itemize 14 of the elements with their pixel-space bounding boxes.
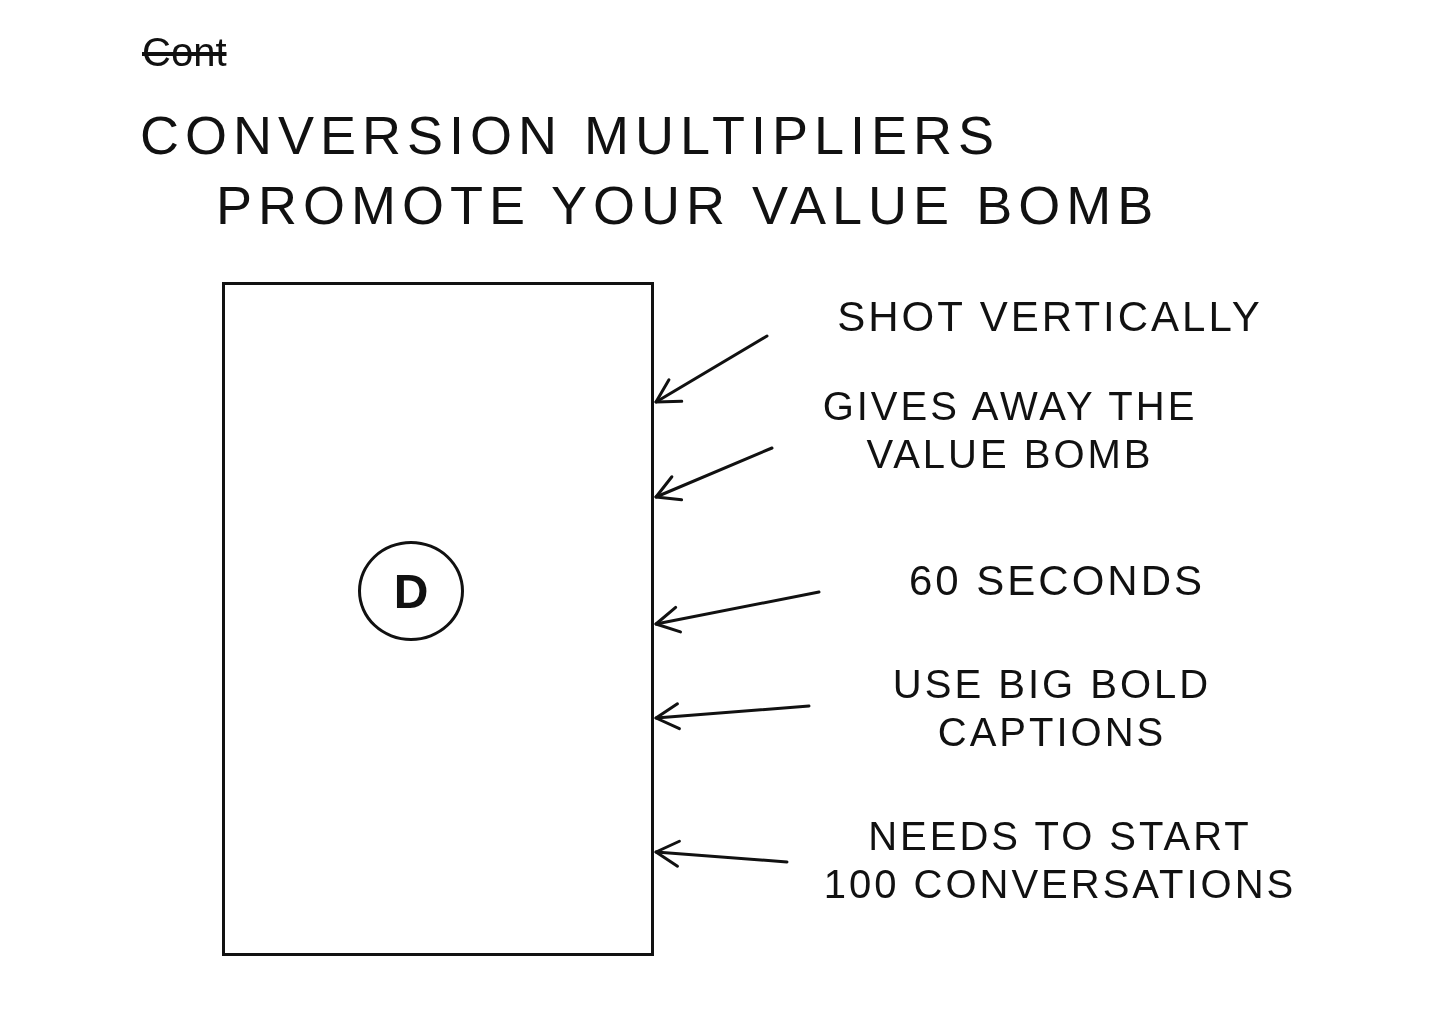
arrow: [654, 334, 769, 404]
crossed-out-note: Cont: [142, 30, 227, 75]
callout-text: 60 SECONDS: [822, 556, 1292, 607]
callout-text: SHOT VERTICALLY: [770, 292, 1330, 343]
arrow: [654, 702, 811, 731]
circled-letter: D: [358, 541, 464, 641]
phone-outline: [222, 282, 654, 956]
callout-text: NEEDS TO START 100 CONVERSATIONS: [790, 812, 1330, 908]
arrow: [654, 839, 789, 868]
callout-text: USE BIG BOLD CAPTIONS: [812, 660, 1292, 756]
diagram-title: CONVERSION MULTIPLIERS PROMOTE YOUR VALUE BOMB: [140, 104, 1161, 238]
callout-text: GIVES AWAY THE VALUE BOMB: [775, 382, 1245, 478]
arrow: [654, 590, 821, 634]
arrow: [654, 446, 774, 502]
